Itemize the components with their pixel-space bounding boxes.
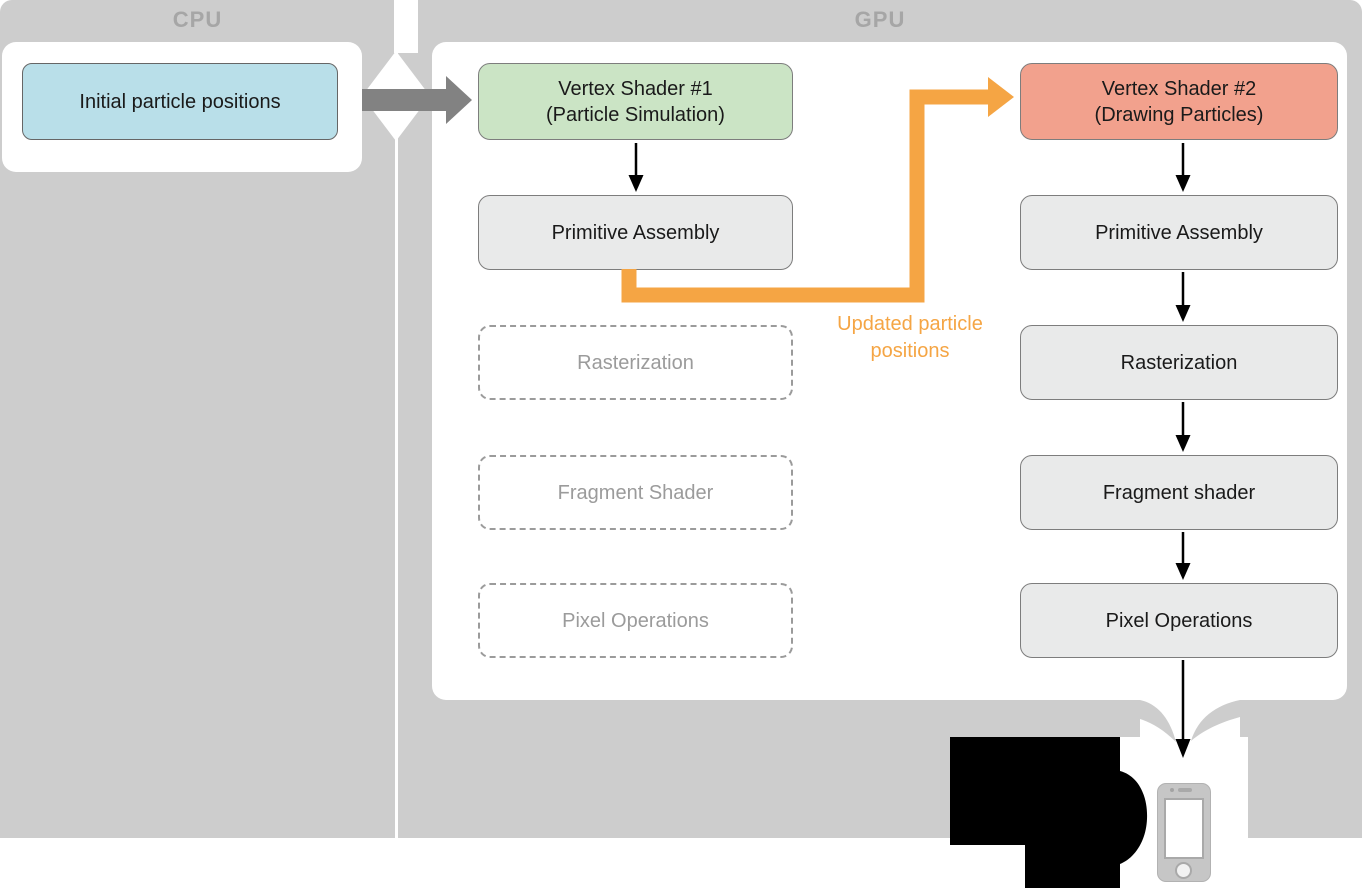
node-label: Fragment Shader [557, 481, 714, 504]
node-primitive-assembly-2: Primitive Assembly [1020, 195, 1338, 270]
node-label-line1: Vertex Shader #1 [558, 77, 713, 100]
gpu-section-label: GPU [854, 7, 906, 32]
node-rasterization-2: Rasterization [1020, 325, 1338, 400]
node-pixel-operations-1-skipped: Pixel Operations [478, 583, 793, 658]
feedback-label-line2: positions [870, 340, 950, 362]
node-label-line2: (Drawing Particles) [1094, 103, 1264, 126]
cpu-gpu-divider [394, 0, 418, 53]
node-label: Pixel Operations [1105, 609, 1253, 632]
node-label-line1: Vertex Shader #2 [1101, 77, 1257, 100]
node-vertex-shader-1: Vertex Shader #1 (Particle Simulation) [478, 63, 793, 140]
node-label-line2: (Particle Simulation) [546, 103, 725, 126]
smartphone-speaker-slit [1178, 788, 1192, 792]
node-fragment-shader-2: Fragment shader [1020, 455, 1338, 530]
node-label: Primitive Assembly [551, 221, 720, 244]
feedback-arrow-label: Updated particle positions [812, 311, 1008, 365]
node-pixel-operations-2: Pixel Operations [1020, 583, 1338, 658]
node-vertex-shader-2: Vertex Shader #2 (Drawing Particles) [1020, 63, 1338, 140]
node-label: Fragment shader [1102, 481, 1256, 504]
smartphone-camera-dot [1170, 788, 1174, 792]
node-primitive-assembly-1: Primitive Assembly [478, 195, 793, 270]
display-notch [1140, 700, 1240, 740]
node-label: Pixel Operations [562, 609, 709, 632]
node-label: Initial particle positions [79, 90, 281, 113]
node-fragment-shader-1-skipped: Fragment Shader [478, 455, 793, 530]
node-label: Primitive Assembly [1095, 221, 1263, 244]
node-initial-particle-positions: Initial particle positions [22, 63, 338, 140]
feedback-label-line1: Updated particle [837, 313, 983, 335]
node-label: Rasterization [577, 351, 694, 374]
cpu-section-label: CPU [172, 7, 223, 32]
smartphone-screen [1164, 798, 1204, 859]
smartphone-home-button [1175, 862, 1192, 879]
node-label: Rasterization [1120, 351, 1238, 374]
node-rasterization-1-skipped: Rasterization [478, 325, 793, 400]
